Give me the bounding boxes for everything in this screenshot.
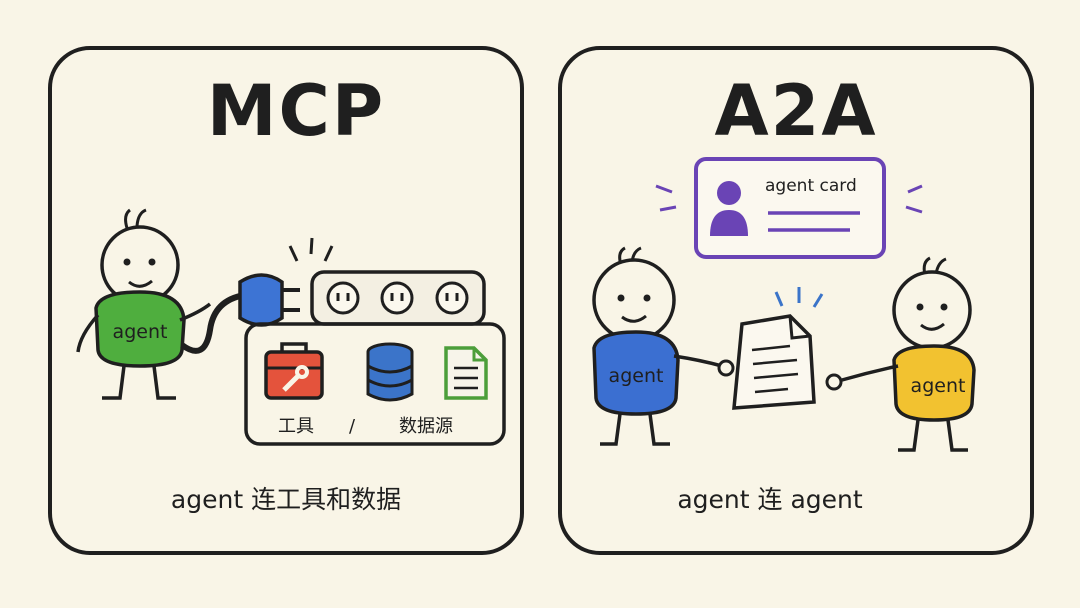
document-icon [444,346,488,400]
yellow-agent-label: agent [911,375,966,397]
agent-hair [124,208,147,229]
card-text-lines [768,211,860,232]
a2a-caption: agent 连 agent [677,485,863,514]
toolbox-icon [264,342,324,400]
agent-hand [825,373,843,391]
card-avatar-head [717,181,741,205]
a2a-panel: A2A agent card agent [558,46,1034,555]
label-separator: / [349,416,356,437]
handed-document-icon [732,287,824,410]
blue-agent: agent [592,246,735,446]
database-icon [366,342,414,402]
blue-agent-label: agent [609,365,664,387]
agent-card-icon: agent card [655,157,923,259]
mcp-panel-frame [48,46,524,555]
agent-legs [600,413,670,446]
green-agent-shirt [94,290,186,368]
agent-head [892,270,972,350]
blue-agent-shirt [592,330,680,416]
card-glow-lines [655,184,923,214]
agent-arm [673,354,723,368]
mcp-title: MCP [207,70,385,152]
agent-head [592,258,676,342]
green-agent-label: agent [113,321,168,343]
a2a-panel-frame [558,46,1034,555]
socket [326,281,360,315]
resources-box [244,322,506,446]
mcp-caption: agent 连工具和数据 [171,485,401,514]
plug-icon [238,237,334,327]
agent-right-arm [179,302,212,322]
agent-card-label: agent card [765,176,857,196]
agent-arm [841,364,899,382]
yellow-agent-shirt [892,344,976,422]
a2a-title: A2A [714,70,877,152]
tools-label: 工具 [278,416,314,437]
plug-prongs [282,288,300,312]
yellow-agent: agent [825,256,976,452]
handover-spark-lines [774,287,824,308]
socket [380,281,414,315]
plug-cable [180,292,246,354]
socket [435,281,469,315]
green-agent: agent [76,208,212,400]
card-avatar-body [710,210,748,236]
agent-legs [898,419,968,452]
agent-hand [717,359,735,377]
agent-legs [102,365,176,400]
datasource-label: 数据源 [399,416,453,437]
agent-left-arm [76,313,100,353]
mcp-panel: MCP agent [48,46,524,555]
spark-lines [288,237,334,262]
power-strip-icon [310,270,486,326]
